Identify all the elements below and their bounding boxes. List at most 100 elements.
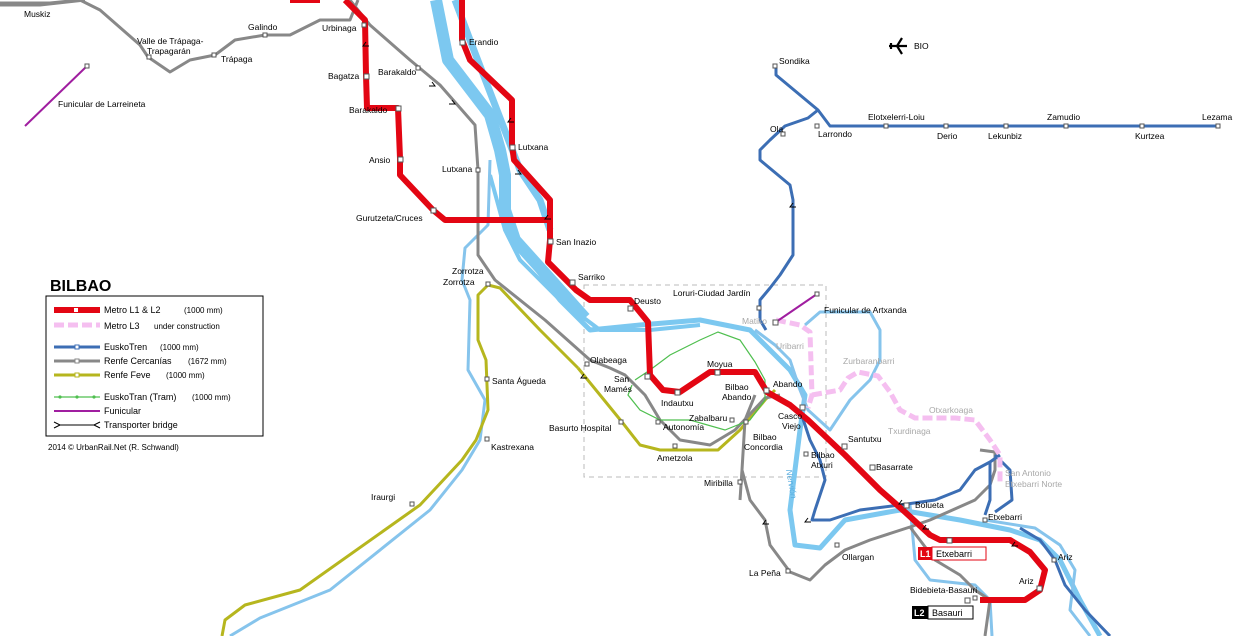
legend: Metro L1 & L2 (1000 mm) Metro L3 under c… (45, 295, 264, 437)
line-euskotren-light (229, 159, 1092, 636)
legend-note-renfe-feve: (1000 mm) (166, 371, 205, 380)
legend-item-renfe-feve: Renfe Feve (1000 mm) (54, 370, 205, 380)
legend-item-euskotran: EuskoTran (Tram) (1000 mm) (54, 392, 231, 402)
station-galindo: Galindo (248, 22, 278, 32)
terminus-l2-name: Basauri (932, 608, 963, 618)
legend-item-renfe-cercanias: Renfe Cercanías (1672 mm) (54, 356, 227, 366)
line-euskotren (758, 67, 1218, 636)
station-sarriko: Sarriko (578, 272, 605, 282)
station-valle-de-trapaga-2: Trapagarán (147, 46, 191, 56)
terminus-l1: L1 Etxebarri (918, 546, 987, 561)
map-title: BILBAO (50, 278, 111, 295)
line-metro-l3 (775, 317, 1003, 482)
station-etxebarri-euskotren: Etxebarri (988, 512, 1022, 522)
map-credit: 2014 © UrbanRail.Net (R. Schwandl) (48, 443, 179, 452)
station-trapaga: Trápaga (221, 54, 253, 64)
station-casco-viejo-2: Viejo (782, 421, 801, 431)
station-san-antonio-2: Etxebarri Norte (1005, 479, 1062, 489)
legend-label-renfe-feve: Renfe Feve (104, 370, 151, 380)
station-ollargan: Ollargan (842, 552, 874, 562)
station-lutxana-renfe: Lutxana (442, 164, 473, 174)
central-area-box (583, 284, 827, 478)
legend-label-funicular: Funicular (104, 406, 141, 416)
legend-label-metro: Metro L1 & L2 (104, 305, 161, 315)
legend-item-euskotren: EuskoTren (1000 mm) (54, 342, 199, 352)
station-bilbao-abando-1: Bilbao (725, 382, 749, 392)
legend-box (45, 295, 264, 437)
station-la-pena: La Peña (749, 568, 781, 578)
legend-label-metro-l3: Metro L3 (104, 321, 140, 331)
station-atxuri-2: Atxuri (811, 460, 833, 470)
legend-note-renfe-cercanias: (1672 mm) (188, 357, 227, 366)
station-derio: Derio (937, 131, 958, 141)
legend-label-euskotren: EuskoTren (104, 342, 147, 352)
terminus-l1-name: Etxebarri (936, 549, 972, 559)
legend-label-renfe-cercanias: Renfe Cercanías (104, 356, 172, 366)
station-basarrate: Basarrate (876, 462, 913, 472)
station-casco-viejo-1: Casco (778, 411, 802, 421)
station-miribilla: Miribilla (704, 478, 733, 488)
line-renfe-muskiz (0, 0, 81, 5)
station-lezama: Lezama (1202, 112, 1233, 122)
station-santutxu: Santutxu (848, 434, 882, 444)
station-larrondo: Larrondo (818, 129, 852, 139)
station-autonomia: Autonomía (663, 422, 704, 432)
station-funicular-larreineta: Funicular de Larreineta (58, 99, 146, 109)
station-barakaldo-metro: Barakaldo (349, 105, 388, 115)
station-basurto: Basurto Hospital (549, 423, 611, 433)
station-bolueta: Bolueta (915, 500, 944, 510)
station-iraurgi: Iraurgi (371, 492, 395, 502)
legend-item-funicular: Funicular (54, 406, 141, 416)
line-funicular (24, 65, 818, 323)
station-otxarkoaga: Otxarkoaga (929, 405, 973, 415)
station-moyua: Moyua (707, 359, 733, 369)
legend-note-euskotren: (1000 mm) (160, 343, 199, 352)
station-indautxu: Indautxu (661, 398, 694, 408)
terminus-l2-badge: L2 (914, 608, 925, 618)
station-concordia-2: Concordia (744, 442, 783, 452)
station-santa-agueda: Santa Águeda (492, 376, 546, 386)
station-sondika: Sondika (779, 56, 810, 66)
legend-item-metro: Metro L1 & L2 (1000 mm) (54, 305, 223, 315)
legend-item-metro-l3: Metro L3 under construction (54, 321, 220, 331)
station-zamudio: Zamudio (1047, 112, 1080, 122)
station-san-mames-2: Mamés (604, 384, 632, 394)
station-valle-de-trapaga-1: Valle de Trápaga- (137, 36, 204, 46)
station-zurbaranbarri: Zurbaranbarri (843, 356, 895, 366)
station-zorrotza-2: Zorrotza (443, 277, 475, 287)
station-lutxana-metro: Lutxana (518, 142, 549, 152)
line-renfe-feve (220, 283, 777, 636)
station-deusto: Deusto (634, 296, 661, 306)
station-uribarri: Uribarri (776, 341, 804, 351)
transporter-bridge-markers (362, 41, 1018, 547)
station-txurdinaga: Txurdinaga (888, 426, 931, 436)
station-atxuri-1: Bilbao (811, 450, 835, 460)
station-funicular-artxanda: Funicular de Artxanda (824, 305, 907, 315)
station-matiko: Matiko (742, 316, 767, 326)
station-bilbao-abando-2: Abando (722, 392, 752, 402)
station-markers (84, 22, 1221, 604)
station-san-mames-1: San (614, 374, 629, 384)
legend-item-transporter-bridge: Transporter bridge (53, 420, 178, 430)
legend-label-transporter-bridge: Transporter bridge (104, 420, 178, 430)
station-ansio: Ansio (369, 155, 391, 165)
station-san-inazio: San Inazio (556, 237, 596, 247)
station-concordia-1: Bilbao (753, 432, 777, 442)
terminus-l1-badge: L1 (920, 549, 931, 559)
airport-label: BIO (914, 41, 929, 51)
station-abando: Abando (773, 379, 803, 389)
legend-label-euskotran: EuskoTran (Tram) (104, 392, 176, 402)
station-bidebieta: Bidebieta-Basauri (910, 585, 977, 595)
station-muskiz: Muskiz (24, 9, 50, 19)
station-kurtzea: Kurtzea (1135, 131, 1165, 141)
legend-note-euskotran: (1000 mm) (192, 393, 231, 402)
station-zabalbaru: Zabalbaru (689, 413, 728, 423)
legend-note-metro-l3: under construction (154, 322, 220, 331)
airport-icon (889, 37, 907, 55)
legend-note-metro: (1000 mm) (184, 306, 223, 315)
station-bagatza: Bagatza (328, 71, 359, 81)
station-elotxelerri: Elotxelerri-Loiu (868, 112, 925, 122)
station-zorrotza-1: Zorrotza (452, 266, 484, 276)
station-ariz-metro: Ariz (1019, 576, 1034, 586)
station-san-antonio-1: San Antonio (1005, 468, 1051, 478)
